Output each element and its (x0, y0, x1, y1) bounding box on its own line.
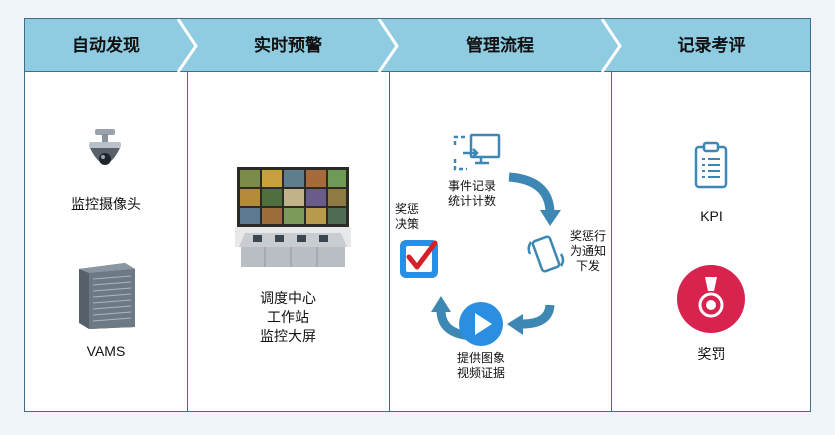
column-divider-2 (389, 72, 390, 412)
phone-notification-icon (527, 235, 565, 273)
decision-check-icon (400, 240, 438, 278)
event-record-icon (453, 133, 501, 171)
column-divider-1 (187, 72, 188, 412)
camera-label: 监控摄像头 (71, 196, 141, 212)
control-center-line-2: 工作站 (267, 309, 309, 325)
event-record-line-2: 统计计数 (447, 194, 496, 208)
video-evidence-line-1: 提供图象 (456, 351, 505, 365)
chevron-separator-2 (377, 19, 399, 73)
decision-line-1: 奖惩 (394, 202, 419, 216)
step-label-process: 管理流程 (466, 36, 534, 55)
video-evidence-line-2: 视频证据 (456, 366, 505, 380)
arrow-head-up (431, 296, 451, 312)
control-center-line-3: 监控大屏 (260, 328, 316, 344)
arrow-head-left (507, 314, 523, 335)
step-label-alert: 实时预警 (254, 36, 322, 55)
chevron-separator-3 (600, 19, 622, 73)
step-label-discover: 自动发现 (72, 36, 140, 55)
kpi-label: KPI (700, 208, 723, 224)
column-divider-3 (611, 72, 612, 412)
dome-camera-icon (89, 129, 121, 165)
medal-label: 奖罚 (697, 346, 726, 362)
arrow-head-down (540, 210, 561, 226)
server-label: VAMS (86, 343, 126, 359)
chevron-separator-1 (176, 19, 198, 73)
medal-icon (677, 265, 745, 333)
step-label-evaluate: 记录考评 (677, 36, 746, 55)
decision-line-2: 决策 (394, 217, 419, 231)
process-diagram: 自动发现 实时预警 管理流程 记录考评 监控摄像头 VAMS (24, 18, 811, 412)
reward-notice-line-3: 下发 (575, 259, 600, 273)
reward-notice-line-2: 为通知 (569, 244, 606, 258)
event-record-line-1: 事件记录 (447, 179, 496, 193)
play-video-icon (459, 302, 503, 346)
control-center-line-1: 调度中心 (260, 290, 316, 306)
server-rack-icon (79, 263, 135, 329)
reward-notice-line-1: 奖惩行 (569, 229, 606, 243)
step-header-bar (25, 19, 810, 72)
clipboard-icon (694, 141, 728, 189)
monitoring-wall-icon (235, 167, 351, 267)
